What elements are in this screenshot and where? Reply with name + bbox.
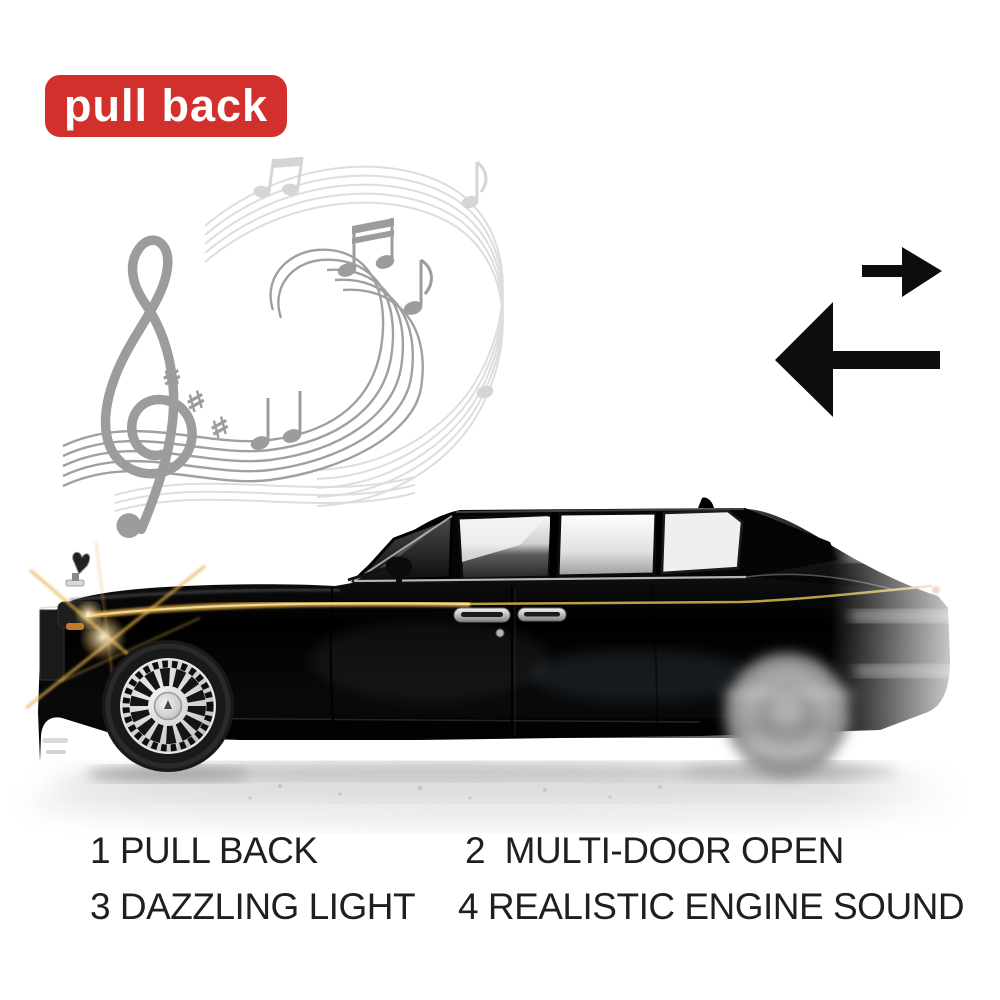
feature-engine-sound: 4 REALISTIC ENGINE SOUND bbox=[458, 886, 965, 927]
left-arrow-icon bbox=[775, 302, 940, 417]
right-arrow-icon bbox=[862, 247, 942, 297]
feature-multi-door: 2 MULTI-DOOR OPEN bbox=[465, 830, 844, 871]
pull-back-badge: pull back bbox=[45, 75, 287, 137]
b-pillar bbox=[550, 514, 560, 578]
a-pillar-trim bbox=[353, 515, 453, 582]
rear-door-window bbox=[556, 511, 658, 578]
roof-antenna bbox=[698, 497, 714, 508]
rear-wheel-blurred bbox=[722, 653, 854, 777]
ground-shadow bbox=[30, 762, 970, 828]
music-notes-front bbox=[250, 218, 433, 450]
quarter-window bbox=[660, 509, 744, 575]
car-windows bbox=[347, 497, 896, 591]
beltline-trim bbox=[353, 575, 747, 583]
music-notes-back bbox=[253, 156, 494, 399]
front-wheel bbox=[102, 640, 234, 772]
music-notes-icon bbox=[62, 156, 504, 538]
sharp-signs bbox=[163, 366, 229, 439]
treble-clef-icon bbox=[100, 235, 197, 538]
feature-dazzling-light: 3 DAZZLING LIGHT bbox=[90, 886, 416, 927]
model-car-photo bbox=[25, 450, 1000, 850]
pull-back-arrows-icon bbox=[775, 247, 942, 417]
feature-pull-back: 1 PULL BACK bbox=[90, 830, 318, 871]
motion-blur-fade bbox=[830, 450, 1000, 850]
pull-back-badge-label: pull back bbox=[63, 80, 269, 131]
side-mirror bbox=[385, 556, 412, 578]
hood-ornament-icon bbox=[65, 551, 91, 587]
car-doors bbox=[329, 583, 658, 738]
wiper bbox=[347, 566, 387, 582]
keyhole bbox=[495, 628, 505, 638]
